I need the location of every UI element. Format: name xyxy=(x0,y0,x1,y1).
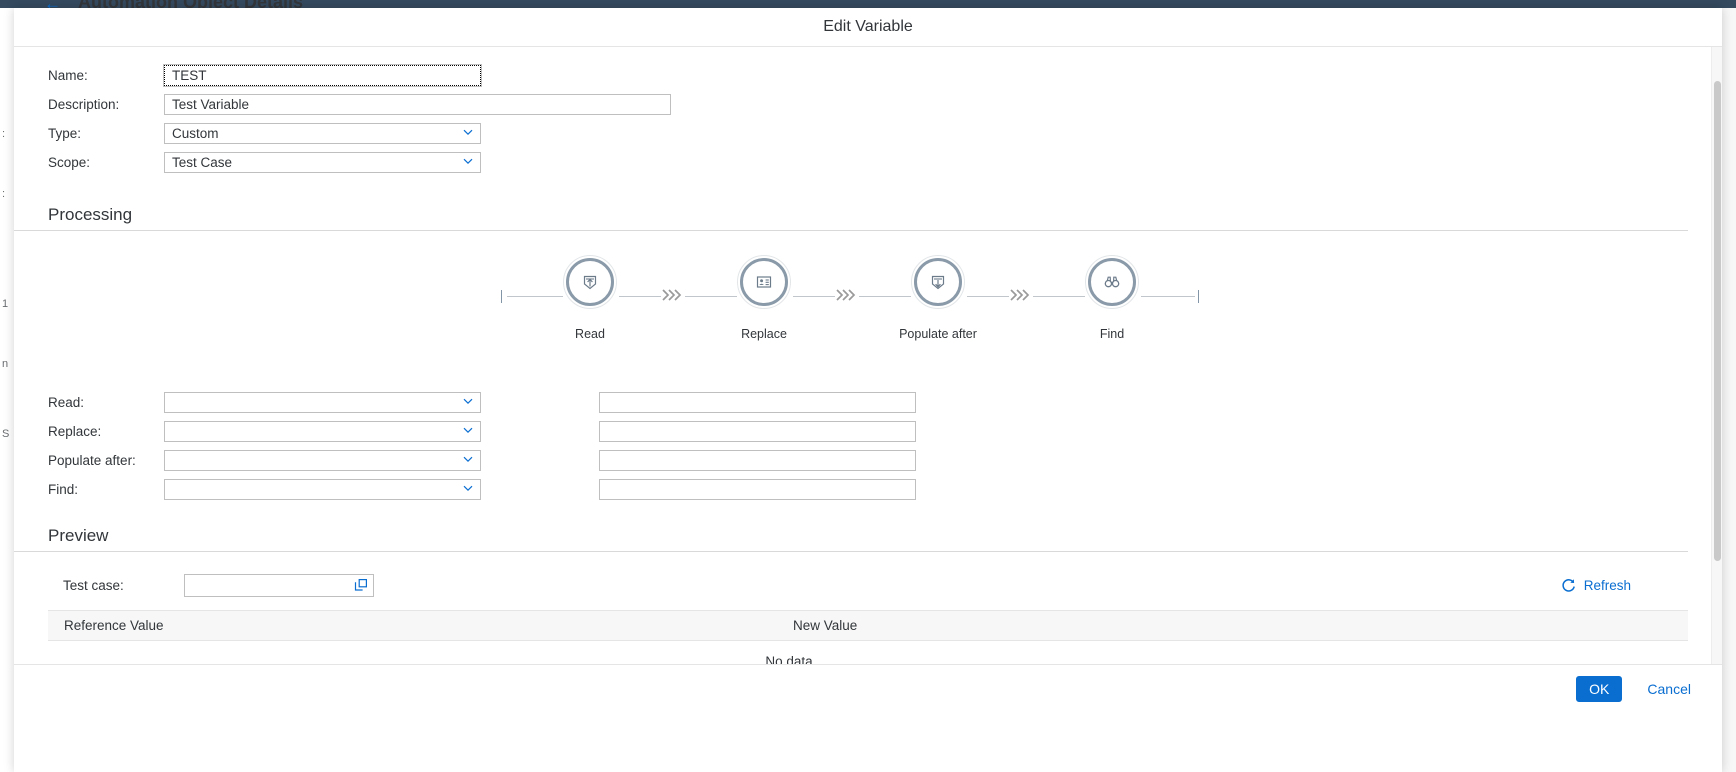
table-header-row: Reference Value New Value xyxy=(48,610,1688,641)
test-case-input[interactable] xyxy=(184,574,374,597)
flow-line xyxy=(507,296,563,297)
find-select-input[interactable] xyxy=(164,479,481,500)
edge-mark: S xyxy=(2,428,10,440)
flow-step-label: Read xyxy=(575,327,605,341)
name-input[interactable] xyxy=(163,64,482,87)
param-row-read: Read: xyxy=(14,388,1722,417)
processing-flow: Read xyxy=(14,243,1688,363)
left-edge-strip: : : 1 n S xyxy=(0,8,15,772)
read-select[interactable] xyxy=(164,392,481,413)
replace-select[interactable] xyxy=(164,421,481,442)
shell-bar xyxy=(0,0,1736,8)
type-label: Type: xyxy=(48,126,82,141)
edge-mark: : xyxy=(2,128,6,140)
flow-step-replace[interactable]: Replace xyxy=(737,255,791,341)
download-icon xyxy=(914,258,962,306)
edge-mark: 1 xyxy=(2,298,9,310)
refresh-label: Refresh xyxy=(1583,578,1631,593)
scope-label: Scope: xyxy=(48,155,91,170)
ok-button[interactable]: OK xyxy=(1576,676,1623,702)
refresh-icon xyxy=(1560,577,1577,594)
flow-line xyxy=(967,296,1009,297)
form-row-name: Name: xyxy=(14,61,1722,90)
flow-step-find[interactable]: Find xyxy=(1085,255,1139,341)
flow-line xyxy=(685,296,737,297)
param-label-replace: Replace: xyxy=(48,424,102,439)
dialog-footer: OK Cancel xyxy=(14,664,1722,713)
test-case-label: Test case: xyxy=(63,578,124,593)
dialog-body: Name: Description: Type: Scope: xyxy=(14,47,1722,664)
scrollbar-thumb[interactable] xyxy=(1714,81,1721,561)
find-select[interactable] xyxy=(164,479,481,500)
cancel-button[interactable]: Cancel xyxy=(1638,676,1700,702)
flow-line xyxy=(793,296,835,297)
triple-chevron-right-icon xyxy=(661,286,683,306)
edge-mark: : xyxy=(2,188,6,200)
read-select-input[interactable] xyxy=(164,392,481,413)
upload-icon xyxy=(566,258,614,306)
flow-line xyxy=(859,296,911,297)
column-header-reference-value: Reference Value xyxy=(64,618,164,633)
param-label-find: Find: xyxy=(48,482,79,497)
contact-card-icon xyxy=(740,258,788,306)
populate-after-select-input[interactable] xyxy=(164,450,481,471)
flow-end-cap xyxy=(1198,290,1199,303)
form-row-type: Type: xyxy=(14,119,1722,148)
description-label: Description: xyxy=(48,97,120,112)
type-select-input[interactable] xyxy=(164,123,481,144)
flow-line xyxy=(619,296,661,297)
form-row-scope: Scope: xyxy=(14,148,1722,177)
flow-start-cap xyxy=(501,290,502,303)
populate-after-value-input[interactable] xyxy=(599,450,916,471)
variable-form: Name: Description: Type: Scope: xyxy=(14,47,1722,177)
dialog-scrollbar[interactable] xyxy=(1711,47,1722,664)
edit-variable-dialog: Edit Variable Name: Description: Type: xyxy=(14,8,1722,772)
flow-step-read[interactable]: Read xyxy=(563,255,617,341)
preview-controls: Test case: Refresh xyxy=(14,574,1688,597)
scope-select[interactable] xyxy=(164,152,481,173)
read-value-input[interactable] xyxy=(599,392,916,413)
scope-select-input[interactable] xyxy=(164,152,481,173)
preview-table: Reference Value New Value No data xyxy=(48,610,1688,664)
processing-parameters: Read: Replace: xyxy=(14,388,1722,504)
param-row-populate-after: Populate after: xyxy=(14,446,1722,475)
form-row-description: Description: xyxy=(14,90,1722,119)
flow-step-label: Replace xyxy=(741,327,787,341)
binoculars-icon xyxy=(1088,258,1136,306)
replace-select-input[interactable] xyxy=(164,421,481,442)
edge-mark: n xyxy=(2,358,9,370)
flow-step-label: Populate after xyxy=(899,327,977,341)
name-label: Name: xyxy=(48,68,88,83)
type-select[interactable] xyxy=(164,123,481,144)
flow-line xyxy=(1033,296,1085,297)
param-row-find: Find: xyxy=(14,475,1722,504)
replace-value-input[interactable] xyxy=(599,421,916,442)
find-value-input[interactable] xyxy=(599,479,916,500)
processing-heading: Processing xyxy=(14,205,1688,231)
triple-chevron-right-icon xyxy=(835,286,857,306)
dialog-header: Edit Variable xyxy=(14,8,1722,47)
table-empty-message: No data xyxy=(48,641,1530,665)
value-help-icon[interactable] xyxy=(354,578,368,592)
test-case-field[interactable] xyxy=(184,574,374,597)
description-input[interactable] xyxy=(164,94,671,115)
flow-step-populate-after[interactable]: Populate after xyxy=(899,255,977,341)
param-row-replace: Replace: xyxy=(14,417,1722,446)
param-label-read: Read: xyxy=(48,395,85,410)
preview-heading: Preview xyxy=(14,526,1688,552)
refresh-button[interactable]: Refresh xyxy=(1555,574,1636,597)
flow-line xyxy=(1141,296,1195,297)
populate-after-select[interactable] xyxy=(164,450,481,471)
flow-step-label: Find xyxy=(1099,327,1125,341)
triple-chevron-right-icon xyxy=(1009,286,1031,306)
param-label-populate-after: Populate after: xyxy=(48,453,136,468)
column-header-new-value: New Value xyxy=(793,618,858,633)
dialog-title: Edit Variable xyxy=(823,18,913,35)
